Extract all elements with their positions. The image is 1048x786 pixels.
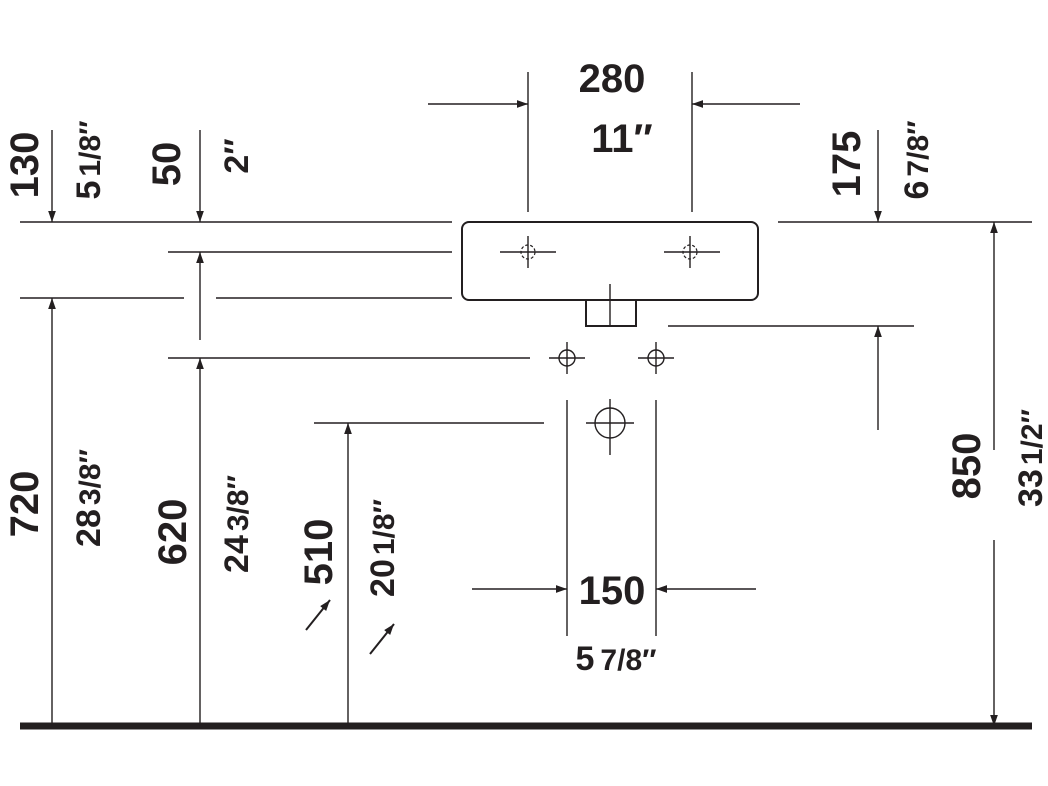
- dim-720-mm: 720: [3, 471, 47, 538]
- dim-130-inch: 51/8″: [70, 121, 108, 200]
- dim-50-mm: 50: [145, 142, 189, 187]
- dim-850-inch: 331/2″: [1012, 409, 1048, 507]
- dim-620-mm: 620: [151, 499, 195, 566]
- supply-connection-right: [638, 342, 674, 374]
- dim-175-inch: 67/8″: [898, 121, 936, 200]
- leader-arrow: [305, 599, 331, 631]
- dim-175-mm: 175: [825, 131, 869, 198]
- dim-510-inch: 201/8″: [364, 499, 402, 597]
- dim-510-mm: 510: [297, 519, 341, 586]
- dim-850-mm: 850: [945, 433, 989, 500]
- dim-280-inch: 11″: [591, 117, 652, 161]
- dim-720-inch: 283/8″: [70, 449, 108, 547]
- dim-150-mm: 150: [579, 569, 646, 613]
- drain-spout: [585, 300, 637, 327]
- dim-620-inch: 243/8″: [218, 475, 256, 573]
- dim-130-mm: 130: [3, 132, 47, 199]
- dim-280-mm: 280: [579, 57, 646, 101]
- leader-arrow: [369, 623, 395, 655]
- waste-connection: [586, 399, 634, 455]
- tap-hole-left: [500, 236, 556, 268]
- tap-hole-right: [664, 236, 720, 268]
- supply-connection-left: [549, 342, 585, 374]
- dim-50-inch: 2″: [218, 138, 256, 173]
